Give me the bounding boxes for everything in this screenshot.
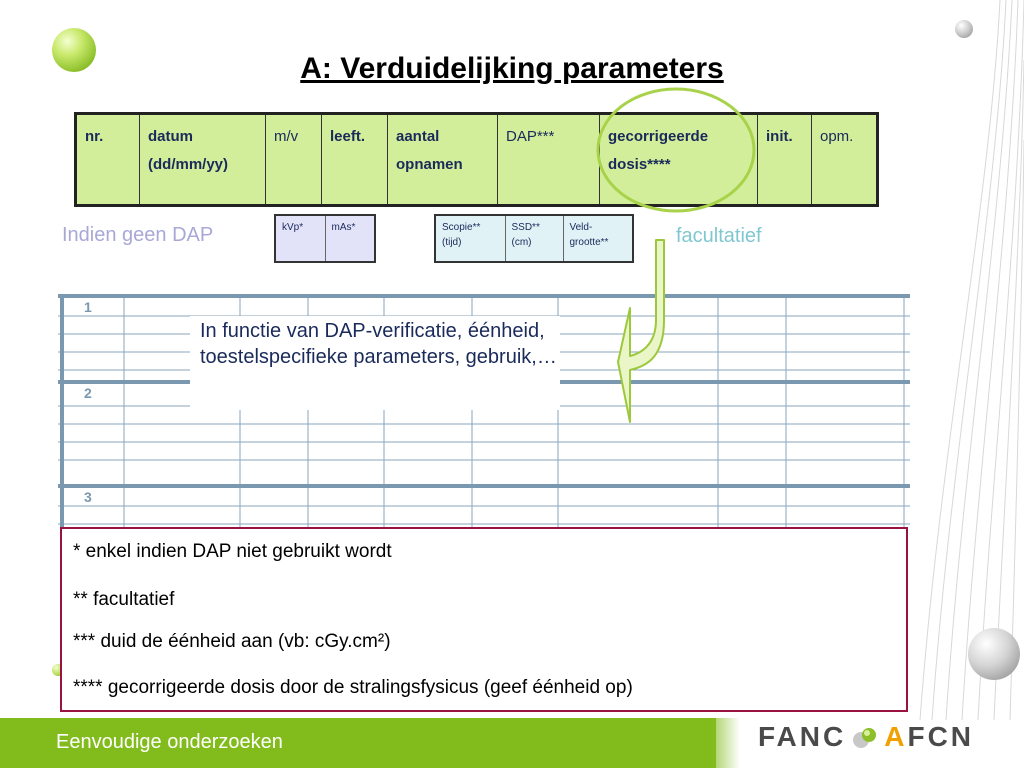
logo-text-accent: A: [884, 721, 908, 752]
column-header-gecorrigeerde-dosis: gecorrigeerde dosis****: [599, 113, 758, 206]
grid-row-label-2: 2: [84, 385, 92, 401]
footnote-box: * enkel indien DAP niet gebruikt wordt *…: [60, 527, 908, 712]
grid-row-label-1: 1: [84, 299, 92, 315]
table-row: kVp* mAs*: [274, 214, 376, 263]
footnote-1: * enkel indien DAP niet gebruikt wordt: [73, 541, 392, 562]
column-header-opm: opm.: [811, 113, 878, 206]
label-facultatief: facultatief: [676, 225, 762, 247]
column-header-init: init.: [757, 113, 812, 206]
label-no-dap: Indien geen DAP: [62, 224, 214, 246]
footnote-4: **** gecorrigeerde dosis door de stralin…: [73, 677, 633, 698]
note-text: In functie van DAP-verificatie, éénheid,…: [200, 320, 557, 368]
logo-spheres-icon: [853, 728, 877, 748]
grey-sphere-small-decoration: [955, 20, 973, 38]
grey-sphere-large-decoration: [968, 628, 1020, 680]
cell-mas: mAs*: [324, 214, 376, 263]
table-row: Scopie** (tijd) SSD** (cm) Veld-grootte*…: [434, 214, 634, 263]
logo-text-fanc: FANC: [758, 721, 847, 752]
column-header-nr: nr.: [75, 113, 140, 206]
column-header-dap: DAP***: [497, 113, 600, 206]
column-header-leeft: leeft.: [321, 113, 388, 206]
cell-ssd: SSD** (cm): [504, 214, 564, 263]
page-title: A: Verduidelijking parameters: [300, 52, 724, 85]
footnote-3: *** duid de éénheid aan (vb: cGy.cm²): [73, 631, 391, 652]
decorative-lines: [919, 0, 1024, 720]
column-header-mv: m/v: [265, 113, 322, 206]
fanc-afcn-logo: FANC A FCN: [758, 721, 975, 752]
footer-text: Eenvoudige onderzoeken: [56, 731, 283, 753]
note-box: In functie van DAP-verificatie, éénheid,…: [190, 316, 560, 410]
table-row: nr. datum (dd/mm/yy) m/v leeft. aantal o…: [75, 113, 878, 206]
column-header-datum: datum (dd/mm/yy): [139, 113, 266, 206]
cell-scopie: Scopie** (tijd): [434, 214, 506, 263]
cell-veldgrootte: Veld-grootte**: [562, 214, 634, 263]
grid-row-label-3: 3: [84, 489, 92, 505]
parameter-header-table: nr. datum (dd/mm/yy) m/v leeft. aantal o…: [74, 112, 879, 207]
footnote-2: ** facultatief: [73, 589, 175, 610]
scopie-ssd-table: Scopie** (tijd) SSD** (cm) Veld-grootte*…: [434, 214, 634, 263]
green-sphere-decoration: [52, 28, 96, 72]
footer-bar: Eenvoudige onderzoeken: [0, 718, 716, 768]
cell-kvp: kVp*: [274, 214, 326, 263]
logo-text-fcn: FCN: [907, 721, 975, 752]
footer-fade: [700, 718, 740, 768]
kvp-mas-table: kVp* mAs*: [274, 214, 376, 263]
column-header-aantal-opnamen: aantal opnamen: [387, 113, 498, 206]
